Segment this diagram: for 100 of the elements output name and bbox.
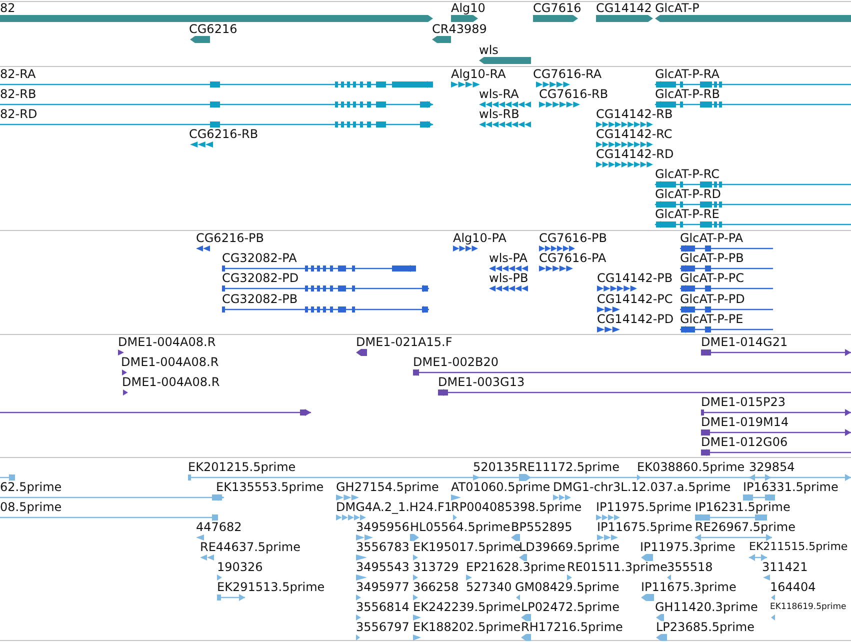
read-label: EK038860.5prime <box>637 460 745 474</box>
read-label: 164404 <box>770 580 816 594</box>
protein-label: CG32082-PA <box>222 251 297 265</box>
read-label: 3495956 <box>356 520 410 534</box>
protein-label: CG7616-PB <box>539 231 608 245</box>
protein-label: GlcAT-P-PC <box>680 271 744 285</box>
gene-label: CG7616 <box>533 1 582 15</box>
read-label: EK195017.5prime <box>413 540 521 554</box>
read-label: EK135553.5prime <box>216 480 324 494</box>
protein-label: GlcAT-P-PA <box>680 231 744 245</box>
clone-label: DME1-004A08.R <box>121 355 219 369</box>
protein-label: CG32082-PD <box>222 271 299 285</box>
read-label: 329854 <box>749 460 795 474</box>
read-label: GH27154.5prime <box>336 480 439 494</box>
gene-label: wls <box>479 43 498 57</box>
protein-label: GlcAT-P-PD <box>680 292 745 306</box>
read-label: RE44637.5prime <box>200 540 300 554</box>
transcript-label: 82-RA <box>0 67 36 81</box>
read-label: IP11975.3prime <box>640 540 736 554</box>
read-label: 3495543 <box>356 560 410 574</box>
protein-label: CG14142-PC <box>597 292 673 306</box>
transcript-label: wls-RB <box>479 107 520 121</box>
transcript-label: CG7616-RA <box>533 67 602 81</box>
clone-label: DME1-012G06 <box>701 435 788 449</box>
read-label: IP11675.3prime <box>641 580 736 594</box>
read-label: GM08429.5prime <box>515 580 620 594</box>
read-label: 3556797 <box>356 620 410 634</box>
clone-label: DME1-014G21 <box>701 335 788 349</box>
read-label: GH11420.3prime <box>655 600 758 614</box>
read-label: 311421 <box>762 560 808 574</box>
protein-label: CG6216-PB <box>196 231 264 245</box>
read-label: BP552895 <box>511 520 572 534</box>
clone-label: DME1-004A08.R <box>118 335 216 349</box>
read-label: AT01060.5prime <box>451 480 550 494</box>
read-label: IP16331.5prime <box>743 480 838 494</box>
protein-label: GlcAT-P-PE <box>680 312 744 326</box>
transcript-label: Alg10-RA <box>451 67 506 81</box>
read-label: DMG1-chr3L.12.037.a.5prime <box>553 480 731 494</box>
gene-label: CR43989 <box>432 22 487 36</box>
transcript-label: CG6216-RB <box>189 127 258 141</box>
read-label: LP02472.5prime <box>521 600 620 614</box>
read-label: EK211515.5prime <box>749 540 848 554</box>
transcript-label: GlcAT-P-RC <box>655 167 720 181</box>
transcript-label: CG14142-RB <box>596 107 673 121</box>
read-label: 08.5prime <box>0 500 62 514</box>
read-label: 62.5prime <box>0 480 62 494</box>
gene-label: CG14142 <box>596 1 652 15</box>
read-label: RE01511.3prime <box>567 560 668 574</box>
transcript-label: CG14142-RD <box>596 147 674 161</box>
transcript-label: CG7616-RB <box>539 87 608 101</box>
gene-label: GlcAT-P <box>655 1 700 15</box>
clone-label: DME1-003G13 <box>438 375 525 389</box>
read-label: RE26967.5prime <box>695 520 796 534</box>
read-label: 190326 <box>217 560 263 574</box>
read-label: 527340 <box>466 580 512 594</box>
read-label: RP004085398.5prime <box>451 500 582 514</box>
protein-label: CG7616-PA <box>539 251 606 265</box>
read-label: EK118619.5prime <box>770 601 846 614</box>
protein-label: GlcAT-P-PB <box>680 251 744 265</box>
clone-label: DME1-015P23 <box>701 395 786 409</box>
read-label: 520135 <box>473 460 519 474</box>
clone-label: DME1-021A15.F <box>356 335 452 349</box>
gene-label: Alg10 <box>451 1 486 15</box>
protein-label: CG14142-PD <box>597 312 674 326</box>
read-label: IP11675.5prime <box>597 520 692 534</box>
protein-label: wls-PB <box>489 271 528 285</box>
read-label: IP11975.5prime <box>596 500 692 514</box>
transcript-label: 82-RD <box>0 107 38 121</box>
gene-label: CG6216 <box>189 22 238 36</box>
clone-label: DME1-019M14 <box>701 415 789 429</box>
read-label: 3556783 <box>356 540 410 554</box>
transcript-label: CG14142-RC <box>596 127 672 141</box>
read-label: LP23685.5prime <box>656 620 755 634</box>
read-label: RE11172.5prime <box>519 460 620 474</box>
read-label: IP16231.5prime <box>695 500 790 514</box>
protein-label: Alg10-PA <box>453 231 506 245</box>
read-label: EK291513.5prime <box>217 580 325 594</box>
read-label: 3556814 <box>356 600 410 614</box>
read-label: 313729 <box>413 560 459 574</box>
read-label: EK242239.5prime <box>413 600 521 614</box>
read-label: EK201215.5prime <box>188 460 296 474</box>
read-label: 366258 <box>413 580 459 594</box>
read-label: RH17216.5prime <box>521 620 623 634</box>
read-label: 3495977 <box>356 580 410 594</box>
transcript-label: wls-RA <box>479 87 519 101</box>
read-label: LD39669.5prime <box>519 540 620 554</box>
protein-label: CG14142-PB <box>597 271 673 285</box>
read-label: 355518 <box>667 560 713 574</box>
read-label: 447682 <box>196 520 242 534</box>
read-label: HL05564.5prime <box>410 520 510 534</box>
transcript-label: GlcAT-P-RA <box>655 67 720 81</box>
read-label: EK188202.5prime <box>413 620 521 634</box>
transcript-label: 82-RB <box>0 87 36 101</box>
transcript-label: GlcAT-P-RB <box>655 87 720 101</box>
read-label: DMG4A.2_1.H24.F1 <box>336 500 452 514</box>
transcript-label: GlcAT-P-RD <box>655 187 721 201</box>
read-label: EP21628.3prime <box>466 560 566 574</box>
protein-label: wls-PA <box>489 251 528 265</box>
gene-label: 82 <box>0 1 16 15</box>
clone-label: DME1-002B20 <box>413 355 499 369</box>
